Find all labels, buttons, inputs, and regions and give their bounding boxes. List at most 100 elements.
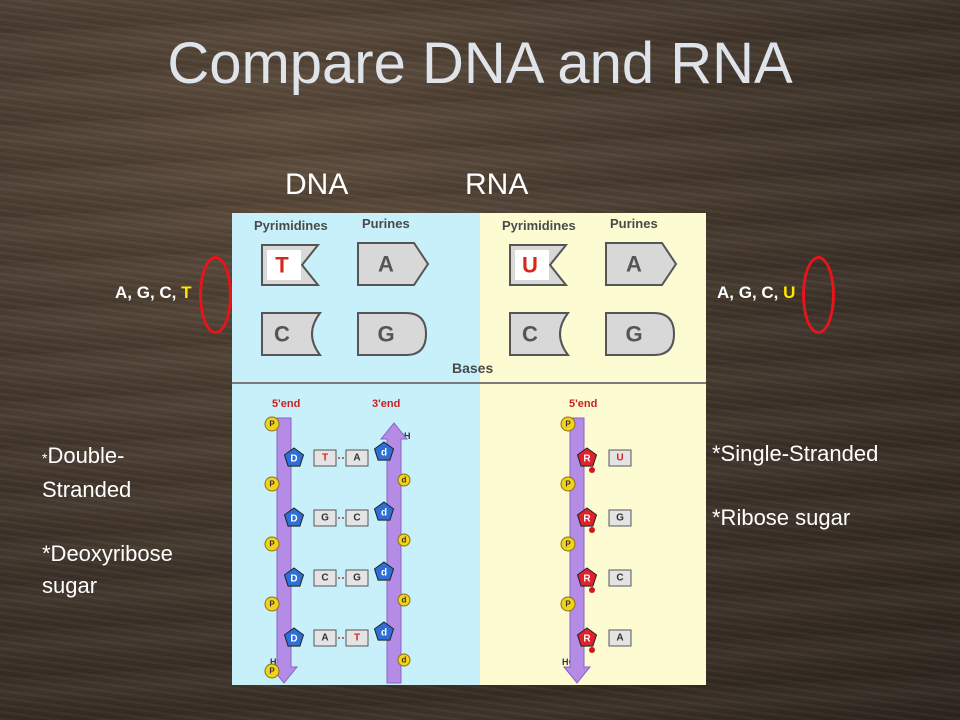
dna-base-c-letter: C xyxy=(274,322,290,347)
rna-sugar-1-letter: R xyxy=(583,454,591,465)
rna-phosphate-4 xyxy=(560,596,576,612)
dna-sugar-right-1 xyxy=(373,441,395,461)
dna-sugar-right-2-letter: d xyxy=(381,508,387,519)
rna-phosphate-1 xyxy=(560,416,576,432)
dna-sugar-right-2 xyxy=(373,501,395,521)
rna-pyrimidines-label: Pyrimidines xyxy=(502,218,576,233)
dna-base-a-shape xyxy=(357,242,430,286)
dna-bases-thymine: T xyxy=(181,283,192,302)
dna-bases-label: A, G, C, T xyxy=(115,283,192,303)
dna-pair-left-base-2-letter: G xyxy=(321,513,329,524)
rna-phosphate-3 xyxy=(560,536,576,552)
rna-bases-prefix: A, G, C, xyxy=(717,283,784,302)
rna-uracil-ring xyxy=(802,256,835,334)
dna-phosphate-left-3-letter: P xyxy=(269,540,275,549)
dna-base-t-letter: T xyxy=(275,253,289,278)
rna-bases-label: A, G, C, U xyxy=(717,283,795,303)
dna-phosphate-left-5-letter: P xyxy=(269,667,275,676)
dna-features: *Double- Stranded *Deoxyribose sugar xyxy=(42,440,173,602)
dna-feature-1-star: * xyxy=(42,450,48,466)
dna-sugar-right-4 xyxy=(373,621,395,641)
rna-five-end-label: 5'end xyxy=(569,398,597,410)
dna-pair-left-base-4-letter: A xyxy=(321,633,328,644)
rna-phosphate-3-letter: P xyxy=(565,540,571,549)
rna-base-3 xyxy=(608,569,632,587)
rna-panel xyxy=(480,213,706,685)
dna-rna-figure: Pyrimidines Purines Pyrimidines Purines … xyxy=(232,213,706,685)
dna-feature-2-line1: *Deoxyribose xyxy=(42,541,173,566)
dna-pair-right-base-2-letter: C xyxy=(353,513,360,524)
rna-bases-uracil: U xyxy=(783,283,796,302)
dna-d-right-1-letter: d xyxy=(402,476,407,485)
dna-thymine-ring xyxy=(199,256,232,334)
rna-base-c-shape xyxy=(509,312,571,356)
dna-sugar-right-3 xyxy=(373,561,395,581)
rna-purines-label: Purines xyxy=(610,216,658,231)
dna-sugar-left-2 xyxy=(283,507,305,527)
dna-feature-1-line2: Stranded xyxy=(42,477,132,502)
rna-base-u-inner xyxy=(515,250,549,280)
rna-phosphate-2 xyxy=(560,476,576,492)
dna-phosphate-left-2-letter: P xyxy=(269,480,275,489)
dna-feature-2-line2: sugar xyxy=(42,573,98,598)
rna-base-c-letter: C xyxy=(522,322,538,347)
dna-sugar-left-1-letter: D xyxy=(290,454,297,465)
rna-base-u-letter: U xyxy=(522,253,538,278)
dna-sugar-left-4-letter: D xyxy=(290,634,297,645)
rna-sugar-4-letter: R xyxy=(583,634,591,645)
rna-feature-2: *Ribose sugar xyxy=(712,505,851,530)
dna-sugar-left-1 xyxy=(283,447,305,467)
dna-d-right-4 xyxy=(397,653,411,667)
dna-pair-left-base-3 xyxy=(313,569,337,587)
rna-base-a-letter: A xyxy=(626,252,642,277)
dna-pair-left-base-1-letter: T xyxy=(322,453,328,464)
rna-phosphate-4-letter: P xyxy=(565,600,571,609)
dna-pair-right-base-4-letter: T xyxy=(354,633,360,644)
rna-sugar-3 xyxy=(576,567,598,587)
dna-pair-left-base-1 xyxy=(313,449,337,467)
dna-pair-left-base-2 xyxy=(313,509,337,527)
dna-pair-right-base-3 xyxy=(345,569,369,587)
dna-d-right-1 xyxy=(397,473,411,487)
dna-base-a-letter: A xyxy=(378,252,394,277)
dna-feature-1-line1: *Double- xyxy=(42,443,125,468)
dna-phosphate-left-1 xyxy=(264,416,280,432)
dna-pyrimidines-label: Pyrimidines xyxy=(254,218,328,233)
rna-oh-dot-2 xyxy=(589,527,595,533)
dna-right-strand xyxy=(379,422,409,684)
dna-d-right-2-letter: d xyxy=(402,536,407,545)
rna-base-3-letter: C xyxy=(616,573,623,584)
rna-base-1 xyxy=(608,449,632,467)
rna-ho-label: HO xyxy=(562,657,576,667)
rna-sugar-4 xyxy=(576,627,598,647)
dna-sugar-right-1-letter: d xyxy=(381,448,387,459)
bases-caption: Bases xyxy=(452,360,493,376)
dna-base-g-shape xyxy=(357,312,428,356)
rna-oh-dot-3 xyxy=(589,587,595,593)
dna-sugar-right-4-letter: d xyxy=(381,628,387,639)
dna-pair-left-base-4 xyxy=(313,629,337,647)
dna-pair-right-base-2 xyxy=(345,509,369,527)
dna-sugar-left-4 xyxy=(283,627,305,647)
dna-phosphate-left-5 xyxy=(264,663,280,679)
dna-pair-right-base-1-letter: A xyxy=(353,453,360,464)
dna-base-c-shape xyxy=(261,312,323,356)
dna-d-right-2 xyxy=(397,533,411,547)
rna-phosphate-2-letter: P xyxy=(565,480,571,489)
dna-column-label: DNA xyxy=(285,168,349,201)
rna-base-4-letter: A xyxy=(616,633,623,644)
dna-d-right-3 xyxy=(397,593,411,607)
rna-base-1-letter: U xyxy=(616,453,623,464)
rna-column-label: RNA xyxy=(465,168,529,201)
dna-sugar-left-3-letter: D xyxy=(290,574,297,585)
rna-base-2 xyxy=(608,509,632,527)
dna-pair-right-base-4 xyxy=(345,629,369,647)
dna-sugar-left-3 xyxy=(283,567,305,587)
dna-sugar-left-2-letter: D xyxy=(290,514,297,525)
rna-phosphate-1-letter: P xyxy=(565,420,571,429)
dna-five-end-label: 5'end xyxy=(272,398,300,410)
dna-d-right-4-letter: d xyxy=(402,656,407,665)
dna-d-right-3-letter: d xyxy=(402,596,407,605)
dna-pair-left-base-3-letter: C xyxy=(321,573,328,584)
